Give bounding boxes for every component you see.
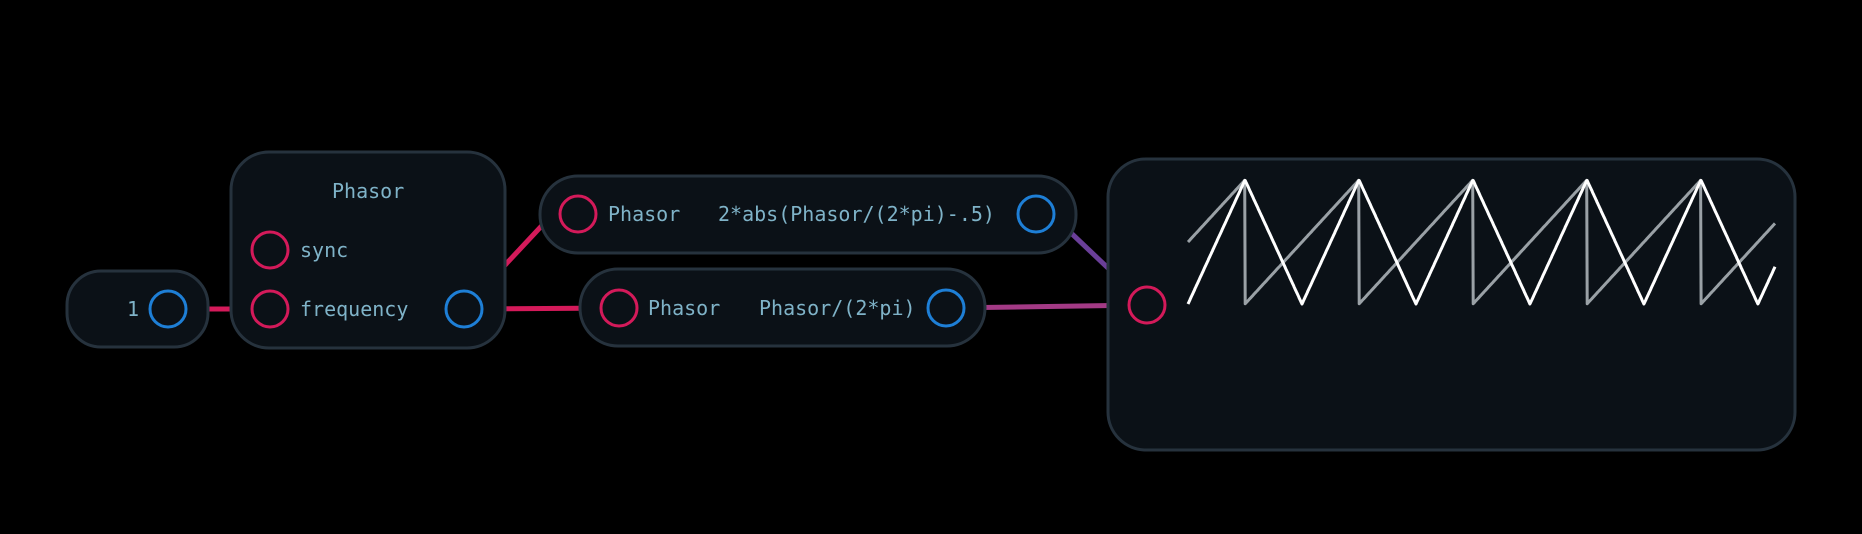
- phasor-frequency-input-port[interactable]: [250, 289, 290, 329]
- saw-input-label: Phasor: [648, 296, 721, 320]
- phasor-sync-input-port[interactable]: [250, 230, 290, 270]
- triangle-input-port[interactable]: [558, 194, 598, 234]
- phasor-node-title: Phasor: [332, 179, 405, 203]
- triangle-output-port[interactable]: [1016, 194, 1056, 234]
- saw-expression[interactable]: Phasor/(2*pi): [759, 296, 916, 320]
- scope-input-port[interactable]: [1127, 285, 1167, 325]
- saw-output-port[interactable]: [926, 288, 966, 328]
- triangle-expression[interactable]: 2*abs(Phasor/(2*pi)-.5): [718, 202, 995, 226]
- phasor-sync-label: sync: [300, 238, 349, 262]
- saw-expression-node[interactable]: [578, 267, 987, 348]
- saw-input-port[interactable]: [599, 288, 639, 328]
- constant-value[interactable]: 1: [127, 297, 140, 321]
- saw-trace: [1186, 178, 1777, 306]
- constant-node[interactable]: [65, 269, 210, 349]
- scope-node[interactable]: [1106, 157, 1797, 452]
- phasor-output-port[interactable]: [444, 289, 484, 329]
- constant-output-port[interactable]: [148, 289, 188, 329]
- phasor-node[interactable]: [229, 150, 507, 350]
- triangle-input-label: Phasor: [608, 202, 681, 226]
- triangle-trace: [1186, 179, 1777, 306]
- triangle-expression-node[interactable]: [538, 174, 1078, 255]
- phasor-frequency-label: frequency: [300, 297, 409, 321]
- scope-display: [1186, 178, 1777, 306]
